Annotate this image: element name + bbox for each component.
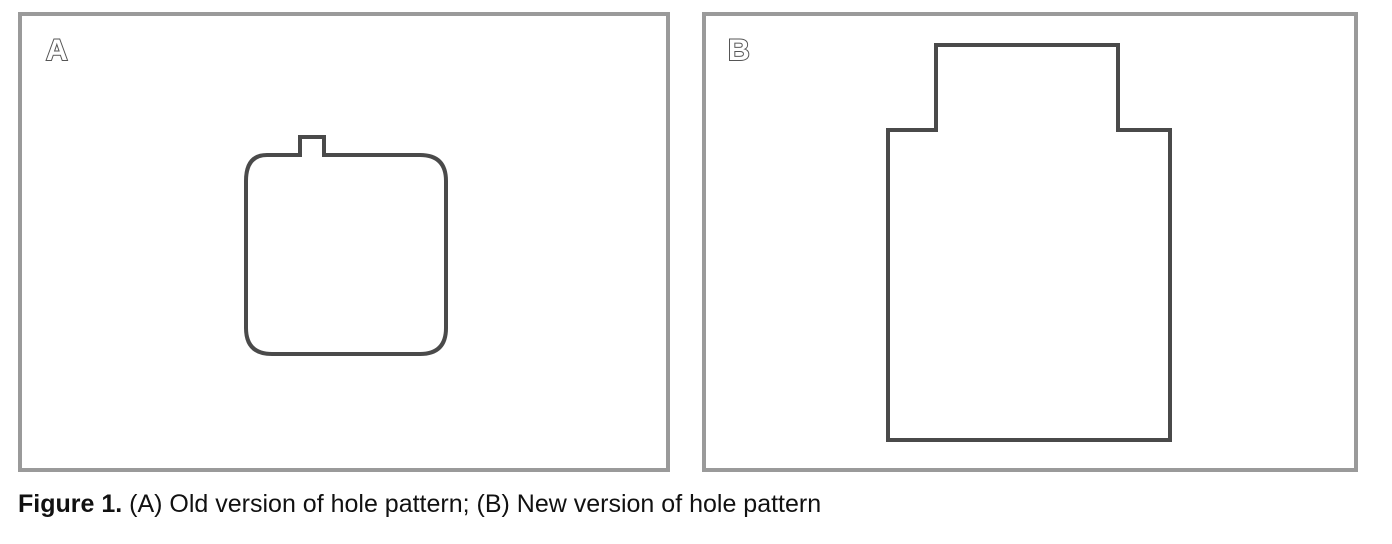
panel-b: B: [702, 12, 1358, 472]
caption-text: (A) Old version of hole pattern; (B) New…: [122, 490, 822, 518]
panel-a: A: [18, 12, 670, 472]
new-hole-pattern-shape: [886, 43, 1172, 442]
figure-caption: Figure 1. (A) Old version of hole patter…: [18, 490, 821, 519]
caption-lead: Figure 1.: [18, 490, 123, 518]
panel-label-a: A: [45, 33, 69, 68]
panel-label-b: B: [727, 33, 751, 68]
old-hole-pattern-shape: [244, 135, 448, 356]
